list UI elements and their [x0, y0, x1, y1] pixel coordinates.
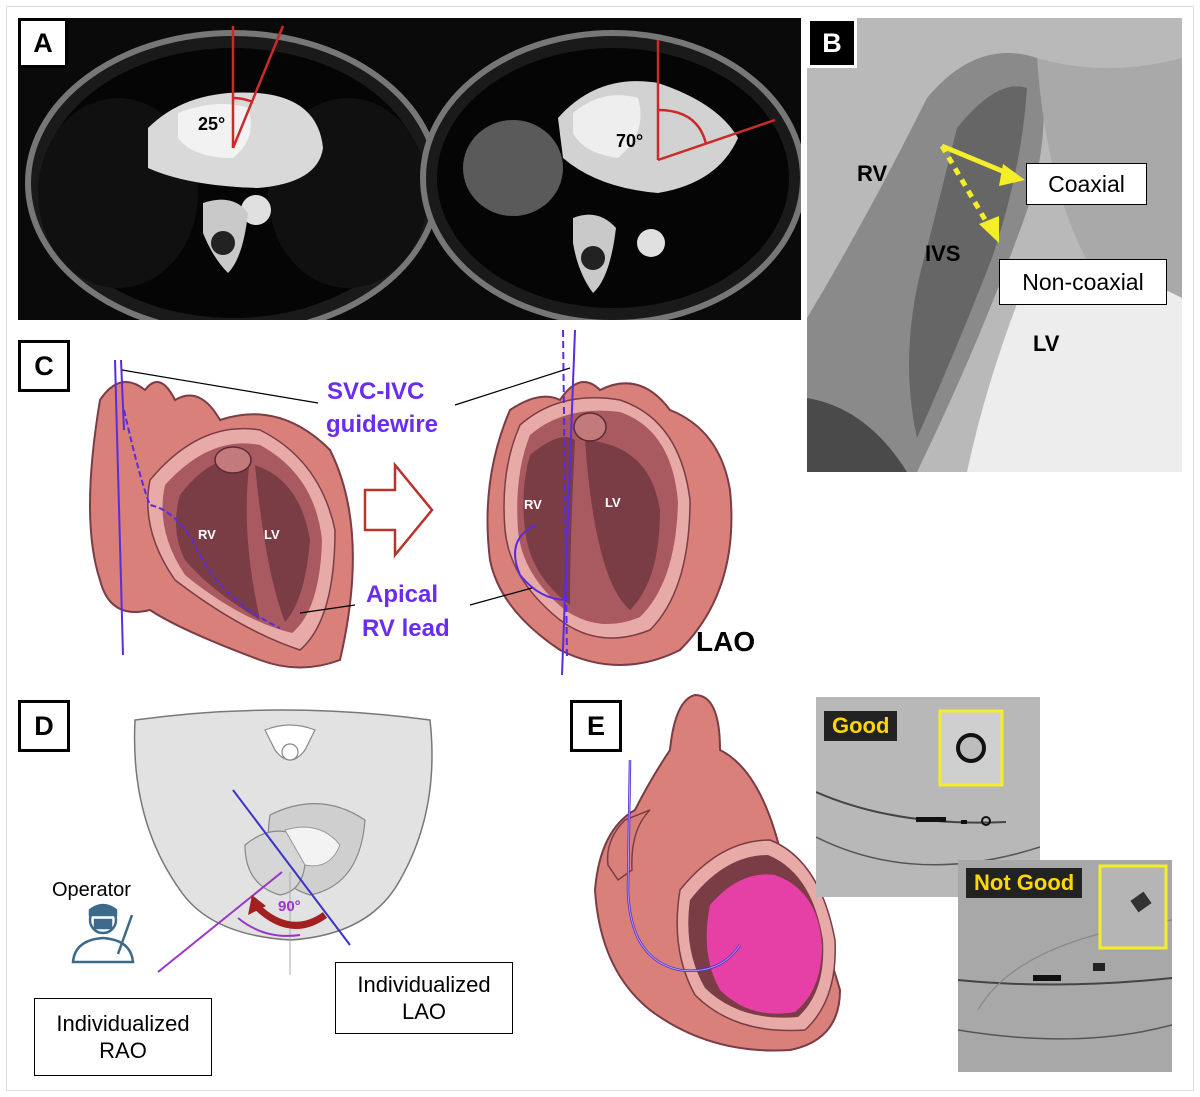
panel-b-label: B	[807, 18, 857, 68]
angle-70-label: 70°	[616, 131, 644, 151]
heart-right	[486, 381, 733, 666]
coaxial-arrow	[941, 143, 1025, 186]
good-tag: Good	[824, 711, 898, 741]
ct-oblique-view	[807, 18, 1182, 472]
operator-icon	[71, 903, 135, 964]
panel-d: D Operator 90° Individualized LAO Indivi…	[0, 690, 540, 1090]
c-rv-right: RV	[524, 497, 542, 512]
operator-label: Operator	[52, 879, 131, 901]
fluoro-notgood: Not Good	[958, 860, 1172, 1072]
angle-90-label: 90°	[278, 898, 301, 915]
panel-c: C SVC-IVC guidewire Apical RV lead RV LV…	[0, 330, 800, 680]
c-lv-right: LV	[605, 495, 621, 510]
noncoaxial-arrow	[939, 144, 999, 243]
panel-e-label: E	[570, 700, 622, 752]
b-lv-label: LV	[1033, 331, 1060, 356]
panel-a: A 25° 70°	[18, 18, 801, 320]
c-rv-left: RV	[198, 527, 216, 542]
guidewire-right	[514, 330, 576, 676]
lao-box-line2: LAO	[401, 999, 447, 1024]
angle-25-label: 25°	[198, 114, 226, 134]
panel-e: E Good Not Good	[560, 690, 1190, 1090]
panel-a-label: A	[18, 18, 68, 68]
panel-d-label: D	[18, 700, 70, 752]
lao-box-line1: Individualized	[357, 971, 491, 997]
b-ivs-label: IVS	[925, 241, 961, 266]
fluoro-good: Good	[816, 697, 1040, 897]
transform-arrow	[363, 461, 434, 559]
angle-lines-left	[231, 25, 285, 149]
noncoaxial-box: Non-coaxial	[999, 259, 1167, 305]
notgood-tag: Not Good	[966, 868, 1083, 898]
lead-label-line1: Apical	[366, 581, 439, 608]
angle-lines-right	[656, 40, 776, 162]
heart-diagrams-c	[89, 330, 733, 676]
guidewire-label-line2: guidewire	[326, 411, 439, 438]
lao-label: LAO	[696, 626, 756, 657]
rao-box-line2: RAO	[99, 1038, 147, 1063]
rao-box-line1: Individualized	[56, 1010, 190, 1036]
ct-scans-axial	[25, 25, 801, 320]
coaxial-box: Coaxial	[1026, 163, 1147, 205]
b-rv-label: RV	[857, 161, 888, 186]
individualized-lao-box: Individualized LAO	[335, 962, 513, 1034]
lead-label-line2: RV lead	[362, 615, 450, 642]
heart-diagram-e	[593, 693, 842, 1052]
guidewire-label-line1: SVC-IVC	[327, 378, 425, 405]
panel-b: B RV IVS LV Coaxial Non-coaxial	[807, 18, 1182, 472]
patient-cross-section	[71, 709, 433, 975]
c-lv-left: LV	[264, 527, 280, 542]
guidewire-left	[114, 359, 281, 656]
panel-c-label: C	[18, 340, 70, 392]
individualized-rao-box: Individualized RAO	[34, 998, 212, 1076]
heart-left	[89, 381, 354, 669]
